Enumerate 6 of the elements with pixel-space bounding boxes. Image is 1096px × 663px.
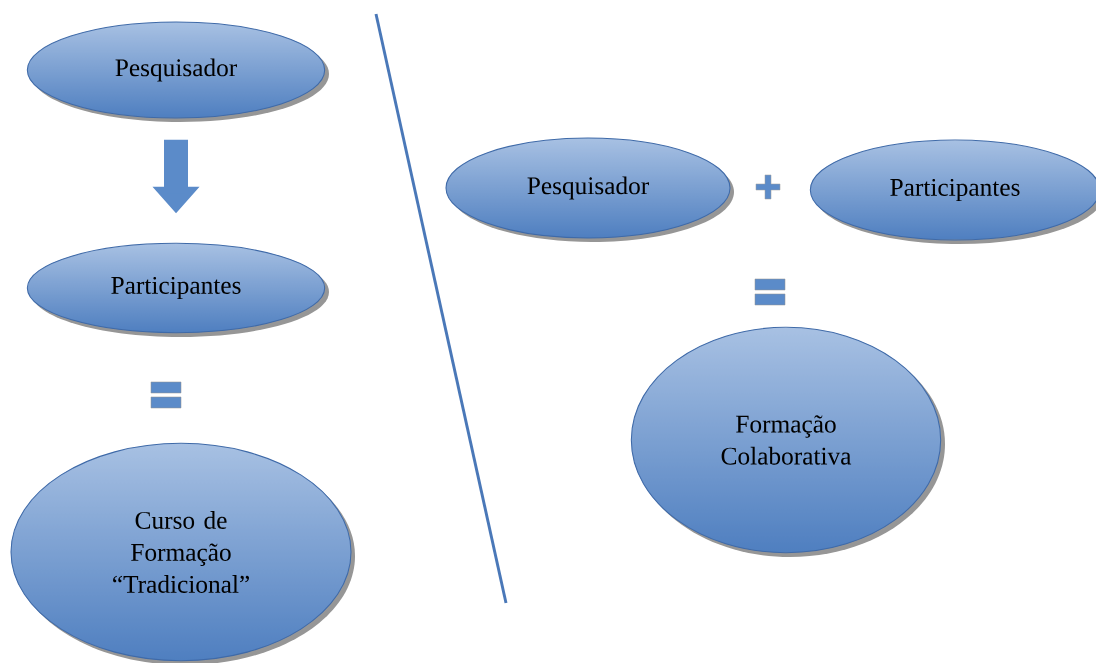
ellipse-node: Participantes (809, 139, 1096, 244)
ellipse-node: Pesquisador (445, 137, 734, 242)
ellipse-node: Curso de Formação “Tradicional” (10, 442, 355, 663)
ellipse-node: Pesquisador (26, 21, 329, 122)
ellipse-node: Participantes (26, 242, 329, 337)
ellipse-node: Formação Colaborativa (630, 326, 945, 557)
